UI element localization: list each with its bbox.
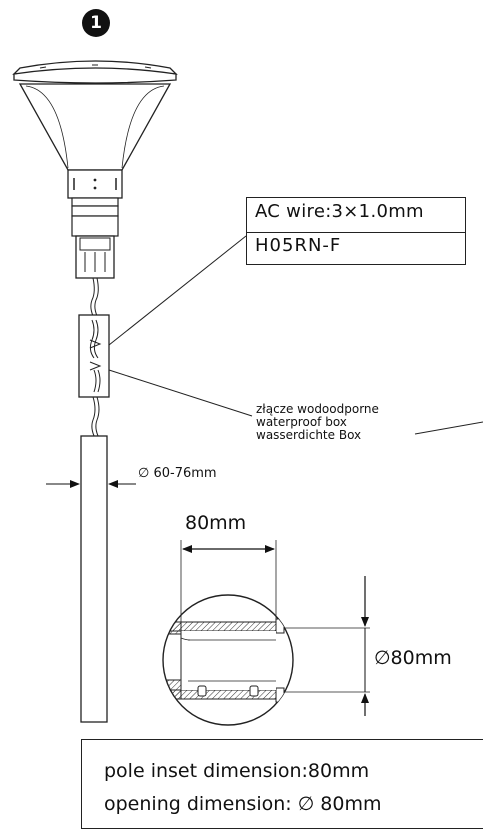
inset-width-label: 80mm <box>185 512 247 534</box>
waterproof-label-underline <box>414 421 483 435</box>
waterproof-box-leader <box>108 369 253 417</box>
ac-wire-divider <box>247 232 465 233</box>
opening-dimension-text: opening dimension: ∅ 80mm <box>104 793 382 815</box>
ac-wire-spec: AC wire:3×1.0mm <box>255 201 424 222</box>
ac-wire-leader <box>108 235 247 346</box>
detail-circle <box>162 594 370 726</box>
opening-diameter-label: ∅80mm <box>374 647 452 669</box>
ac-wire-type: H05RN-F <box>255 235 342 256</box>
pole-diameter-label: ∅ 60-76mm <box>138 466 217 481</box>
dimension-info-box: pole inset dimension:80mm opening dimens… <box>81 739 483 829</box>
ac-wire-label-box: AC wire:3×1.0mm H05RN-F <box>246 197 466 265</box>
ac-cable <box>90 277 99 319</box>
step-number-badge: 1 <box>82 9 110 37</box>
waterproof-label-en: waterproof box <box>256 415 347 429</box>
pole-cable <box>91 396 100 439</box>
waterproof-label-de: wasserdichte Box <box>256 428 362 442</box>
pole-inset-dimension-text: pole inset dimension:80mm <box>104 760 370 782</box>
waterproof-label-pl: złącze wodoodporne <box>256 402 379 416</box>
inset-width-dimension <box>180 540 277 628</box>
pole <box>80 435 108 723</box>
lamp-head <box>12 60 178 279</box>
waterproof-box <box>78 314 110 398</box>
